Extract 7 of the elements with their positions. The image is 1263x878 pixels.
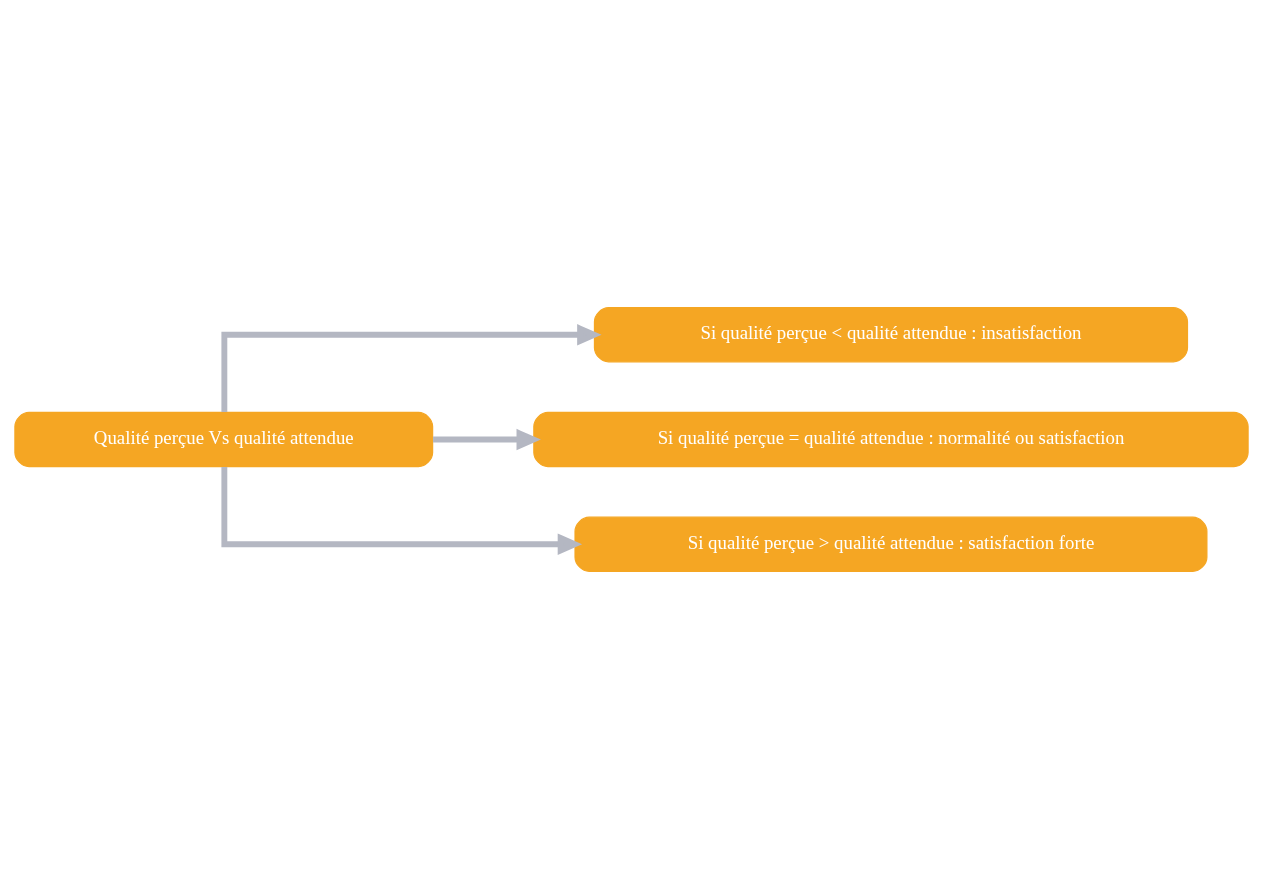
arrow	[221, 323, 602, 412]
arrow	[221, 466, 583, 555]
node-box: Si qualité perçue < qualité attendue : insatisfaction	[593, 306, 1189, 362]
node-box: Si qualité perçue > qualité attendue : satisfaction forte	[574, 516, 1208, 572]
node-box: Si qualité perçue = qualité attendue : normalité ou satisfaction	[533, 411, 1249, 467]
arrow	[433, 428, 541, 450]
node-box: Qualité perçue Vs qualité attendue	[14, 411, 434, 467]
